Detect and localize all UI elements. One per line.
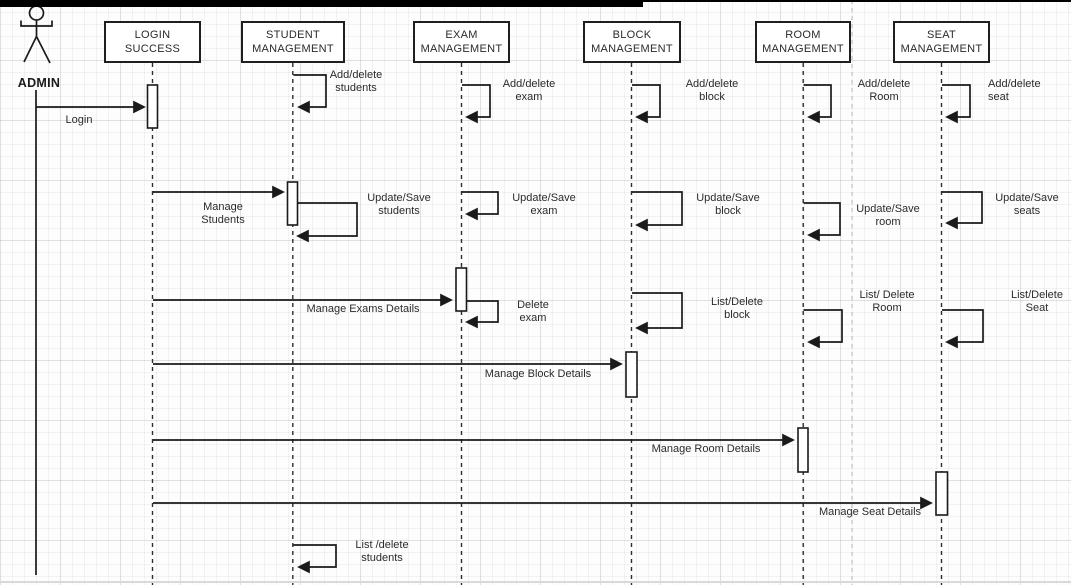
label-add-delete-room: Add/delete Room [857, 78, 911, 103]
lifeline-box-block: BLOCK MANAGEMENT [583, 21, 681, 63]
lifeline-box-room: ROOM MANAGEMENT [755, 21, 851, 63]
loop-update-save-room [803, 202, 841, 242]
label-manage-room-details: Manage Room Details [651, 443, 761, 455]
label-delete-exam: Delete exam [517, 299, 549, 324]
activation-seat [935, 471, 949, 516]
label-add-delete-students: Add/delete students [329, 69, 383, 94]
label-list-delete-students: List /delete students [355, 539, 409, 564]
page-divider-horizontal [0, 581, 1071, 583]
activation-block [625, 351, 638, 398]
actor-admin-label: ADMIN [17, 76, 61, 90]
loop-add-delete-seat [942, 84, 971, 124]
label-add-delete-exam: Add/delete exam [502, 78, 556, 103]
lifeline-box-seat: SEAT MANAGEMENT [893, 21, 990, 63]
activation-exam [455, 267, 468, 312]
label-add-delete-seat: Add/delete seat [988, 78, 1041, 103]
loop-add-delete-exam [462, 84, 491, 124]
label-manage-students: Manage Students [201, 201, 245, 226]
label-update-save-room: Update/Save room [856, 203, 920, 228]
label-login: Login [65, 114, 93, 126]
loop-list-delete-seat [942, 309, 984, 349]
loop-list-delete-students [293, 544, 337, 574]
label-update-save-block: Update/Save block [696, 192, 760, 217]
label-list-delete-seat: List/Delete Seat [1011, 289, 1063, 314]
loop-update-save-seats [942, 191, 983, 230]
label-manage-seat-details: Manage Seat Details [818, 506, 922, 518]
top-black-bar [0, 0, 643, 7]
activation-room [797, 427, 809, 473]
activation-student [286, 181, 299, 226]
label-update-save-students: Update/Save students [367, 192, 431, 217]
loop-list-delete-block [632, 292, 683, 335]
lifeline-box-exam: EXAM MANAGEMENT [413, 21, 510, 63]
label-manage-exams-details: Manage Exams Details [306, 303, 420, 315]
label-add-delete-block: Add/delete block [685, 78, 739, 103]
label-update-save-seats: Update/Save seats [995, 192, 1059, 217]
loop-add-delete-block [632, 84, 661, 124]
lifeline-box-login: LOGIN SUCCESS [104, 21, 201, 63]
label-list-delete-block: List/Delete block [711, 296, 763, 321]
label-list-delete-room: List/ Delete Room [859, 289, 915, 314]
lifeline-box-student: STUDENT MANAGEMENT [241, 21, 345, 63]
loop-add-delete-students [293, 74, 327, 114]
loop-delete-exam [465, 300, 499, 329]
loop-update-save-students [296, 202, 358, 243]
loop-update-save-exam [462, 191, 499, 221]
label-update-save-exam: Update/Save exam [512, 192, 576, 217]
loop-update-save-block [632, 191, 683, 232]
loop-add-delete-room [803, 84, 832, 124]
loop-list-delete-room [803, 309, 843, 349]
activation-login [146, 84, 159, 129]
label-manage-block-details: Manage Block Details [484, 368, 592, 380]
admin-actor-icon [20, 5, 53, 64]
